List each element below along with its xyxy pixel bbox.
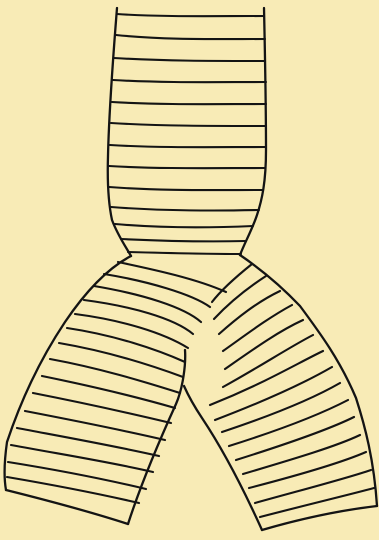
- right-branch-ring-line: [219, 291, 280, 334]
- right-branch-ring-line: [255, 470, 371, 503]
- left-branch-ring-line: [59, 343, 183, 377]
- right-branch-ring-line: [225, 320, 303, 369]
- trunk-ring-line: [128, 252, 241, 254]
- left-branch-ring-line: [67, 328, 185, 362]
- trunk-ring-line: [115, 224, 253, 227]
- trunk-ring-line: [111, 207, 259, 211]
- right-branch-ring-line: [223, 305, 292, 351]
- trunk-ring-line: [112, 102, 266, 104]
- trunk-ring-line: [114, 58, 265, 61]
- left-branch-ring-line: [17, 428, 159, 456]
- trunk-ring-line: [113, 80, 266, 82]
- trunk-ring-line: [117, 14, 264, 16]
- trunk-ring-line: [111, 123, 266, 126]
- right-branch-bottom: [262, 506, 377, 530]
- right-branch-ring-line: [214, 276, 266, 319]
- right-branch-ring-line: [215, 367, 332, 420]
- tube-outline: [5, 8, 377, 530]
- left-branch-ring-line: [50, 359, 180, 393]
- right-branch-ring-line: [243, 435, 360, 474]
- right-branch-ring-line: [260, 488, 374, 517]
- left-branch-ring-line: [42, 376, 175, 408]
- left-branch-bottom: [6, 490, 128, 524]
- left-branch-rings: [7, 262, 226, 503]
- trunk-ring-line: [109, 187, 263, 190]
- left-branch-ring-line: [25, 411, 165, 440]
- left-branch-ring-line: [33, 393, 171, 423]
- right-branch-inner-wall: [184, 386, 262, 530]
- trunk-left-wall: [108, 8, 131, 256]
- right-branch-ring-line: [212, 264, 252, 302]
- trunk-rings: [109, 14, 266, 254]
- right-branch-rings: [210, 264, 374, 517]
- trunk-ring-line: [121, 239, 246, 241]
- trunk-ring-line: [109, 166, 265, 168]
- trunk-right-wall: [240, 8, 266, 255]
- trunk-ring-line: [116, 35, 265, 39]
- right-branch-ring-line: [249, 452, 366, 488]
- trunk-ring-line: [110, 145, 266, 147]
- left-branch-ring-line: [118, 262, 226, 292]
- right-branch-ring-line: [210, 351, 323, 405]
- left-branch-ring-line: [7, 477, 139, 503]
- right-branch-ring-line: [222, 383, 340, 432]
